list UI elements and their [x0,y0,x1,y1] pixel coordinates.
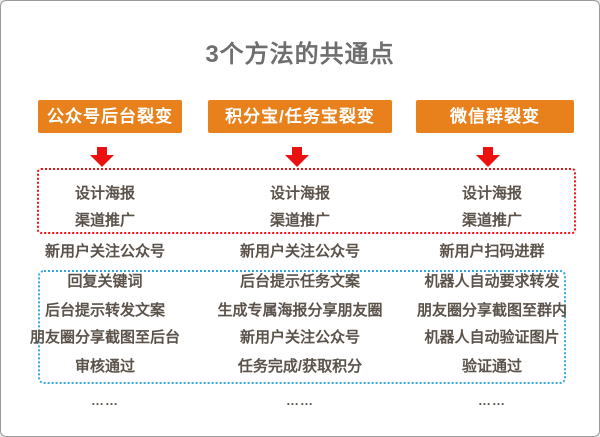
method-header-points-task: 积分宝/任务宝裂变 [208,100,392,133]
step-text: 验证通过 [461,358,522,375]
down-arrow-icon [90,147,114,167]
step-text: 后台提示转发文案 [44,302,165,319]
down-arrow-icon [285,147,309,167]
step-text: 朋友圈分享截图至群内 [416,302,567,319]
step-text: 新用户关注公众号 [44,243,165,260]
step-text: 渠道推广 [461,212,522,229]
step-text: 朋友圈分享截图至后台 [29,329,180,346]
step-text: 渠道推广 [74,212,135,229]
ellipsis-text: …… [91,393,119,408]
stage2-dashed-box [38,270,566,384]
step-text: 回复关键词 [67,273,143,290]
step-text: 新用户扫码进群 [439,243,545,260]
step-text: 设计海报 [461,185,522,202]
step-text: 生成专属海报分享朋友圈 [217,302,383,319]
down-arrow-icon [476,147,500,167]
step-text: 机器人自动要求转发 [424,273,560,290]
step-text: 审核通过 [74,358,135,375]
stage1-dashed-box [37,168,576,234]
step-text: 后台提示任务文案 [239,273,360,290]
step-text: 设计海报 [269,185,330,202]
step-text: 渠道推广 [269,212,330,229]
step-text: 新用户关注公众号 [239,329,360,346]
step-text: 任务完成/获取积分 [237,358,363,375]
ellipsis-text: …… [478,393,506,408]
step-text: 新用户关注公众号 [239,243,360,260]
method-header-wechat-group: 微信群裂变 [416,100,574,133]
step-text: 设计海报 [74,185,135,202]
ellipsis-text: …… [286,393,314,408]
step-text: 机器人自动验证图片 [424,329,560,346]
page-title: 3个方法的共通点 [205,41,395,68]
method-header-official-account: 公众号后台裂变 [38,100,182,133]
